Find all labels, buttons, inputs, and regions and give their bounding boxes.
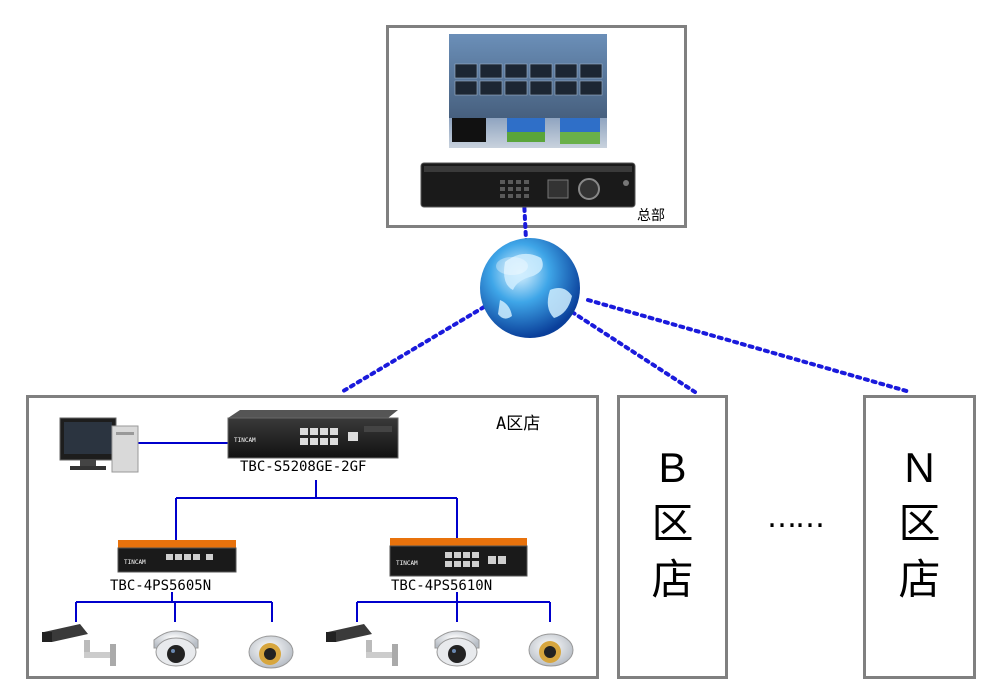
left-switch-brand: TINCAM bbox=[124, 559, 146, 566]
store-a-wiring bbox=[75, 442, 551, 622]
right-switch-model: TBC-4PS5610N bbox=[391, 578, 493, 594]
right-poe-switch-icon: TINCAM bbox=[389, 538, 528, 577]
bullet-camera-icon bbox=[42, 624, 116, 666]
store-n-letter: N bbox=[904, 444, 935, 491]
turret-camera-icon bbox=[528, 633, 574, 667]
core-switch-brand: TINCAM bbox=[234, 437, 256, 444]
left-switch-model: TBC-4PS5605N bbox=[110, 578, 212, 594]
store-n-text: N 区 店 bbox=[863, 440, 976, 608]
turret-camera-icon bbox=[248, 635, 294, 669]
core-switch-model: TBC-S5208GE-2GF bbox=[240, 459, 367, 475]
store-n-char1: 区 bbox=[898, 500, 941, 547]
dvr-recorder bbox=[420, 162, 636, 208]
store-b-text: B 区 店 bbox=[617, 440, 728, 608]
store-b-char1: 区 bbox=[651, 500, 694, 547]
dotted-links bbox=[338, 198, 912, 395]
ellipsis: …… bbox=[767, 500, 825, 535]
left-poe-switch-icon: TINCAM bbox=[117, 540, 237, 573]
store-b-box bbox=[617, 395, 728, 679]
computer-icon bbox=[59, 417, 139, 473]
right-switch-brand: TINCAM bbox=[396, 560, 418, 567]
bullet-camera-icon bbox=[326, 624, 398, 666]
link-globe-store-a bbox=[338, 305, 486, 395]
dome-camera-icon bbox=[153, 630, 199, 667]
dome-camera-icon bbox=[434, 630, 480, 667]
link-globe-store-b bbox=[570, 310, 697, 394]
store-b-char2: 店 bbox=[651, 556, 694, 603]
core-switch-icon: TINCAM bbox=[227, 410, 399, 459]
store-n-box bbox=[863, 395, 976, 679]
store-b-letter: B bbox=[658, 444, 687, 491]
link-globe-store-n bbox=[586, 298, 912, 394]
internet-globe-icon bbox=[480, 238, 580, 338]
store-a-label: A区店 bbox=[496, 414, 541, 434]
store-n-char2: 店 bbox=[898, 556, 941, 603]
hq-label: 总部 bbox=[637, 208, 665, 224]
video-wall-photo bbox=[449, 34, 607, 148]
